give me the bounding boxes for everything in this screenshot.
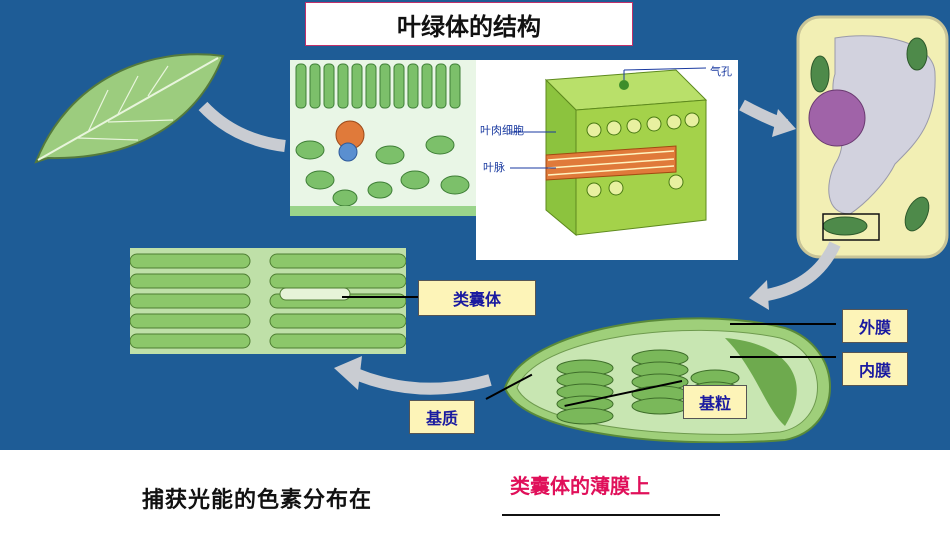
- arrow-section-to-cell: [739, 99, 796, 137]
- thylakoid-label: 类囊体: [418, 280, 536, 316]
- outer-membrane-label: 外膜: [842, 309, 908, 343]
- leaf-illustration: [34, 53, 225, 164]
- leaf-block-panel: [476, 60, 738, 260]
- stroma-label: 基质: [409, 400, 475, 434]
- leaf-block-diagram: [510, 67, 708, 237]
- inner-membrane-pointer: [730, 356, 836, 358]
- answer-blank: [502, 514, 720, 516]
- thylakoid-zoom-illustration: [130, 248, 406, 354]
- question-text: 捕获光能的色素分布在: [142, 488, 373, 513]
- thylakoid-pointer: [342, 296, 420, 298]
- slide-title: 叶绿体的结构: [305, 2, 633, 46]
- mesophyll-label: 叶肉细胞: [480, 124, 524, 137]
- arrow-cell-to-chloroplast: [749, 241, 841, 310]
- granum-label: 基粒: [683, 385, 747, 419]
- outer-membrane-pointer: [730, 323, 836, 325]
- chloroplast-illustration: [503, 317, 831, 443]
- stoma-label: 气孔: [710, 65, 732, 78]
- answer-text: 类囊体的薄膜上: [510, 474, 650, 498]
- arrow-chloroplast-to-thylakoid: [334, 356, 492, 395]
- vein-label: 叶脉: [483, 161, 505, 174]
- plant-cell-illustration: [796, 15, 949, 259]
- inner-membrane-label: 内膜: [842, 352, 908, 386]
- leaf-section-image: [290, 60, 476, 216]
- arrow-leaf-to-section: [198, 101, 286, 152]
